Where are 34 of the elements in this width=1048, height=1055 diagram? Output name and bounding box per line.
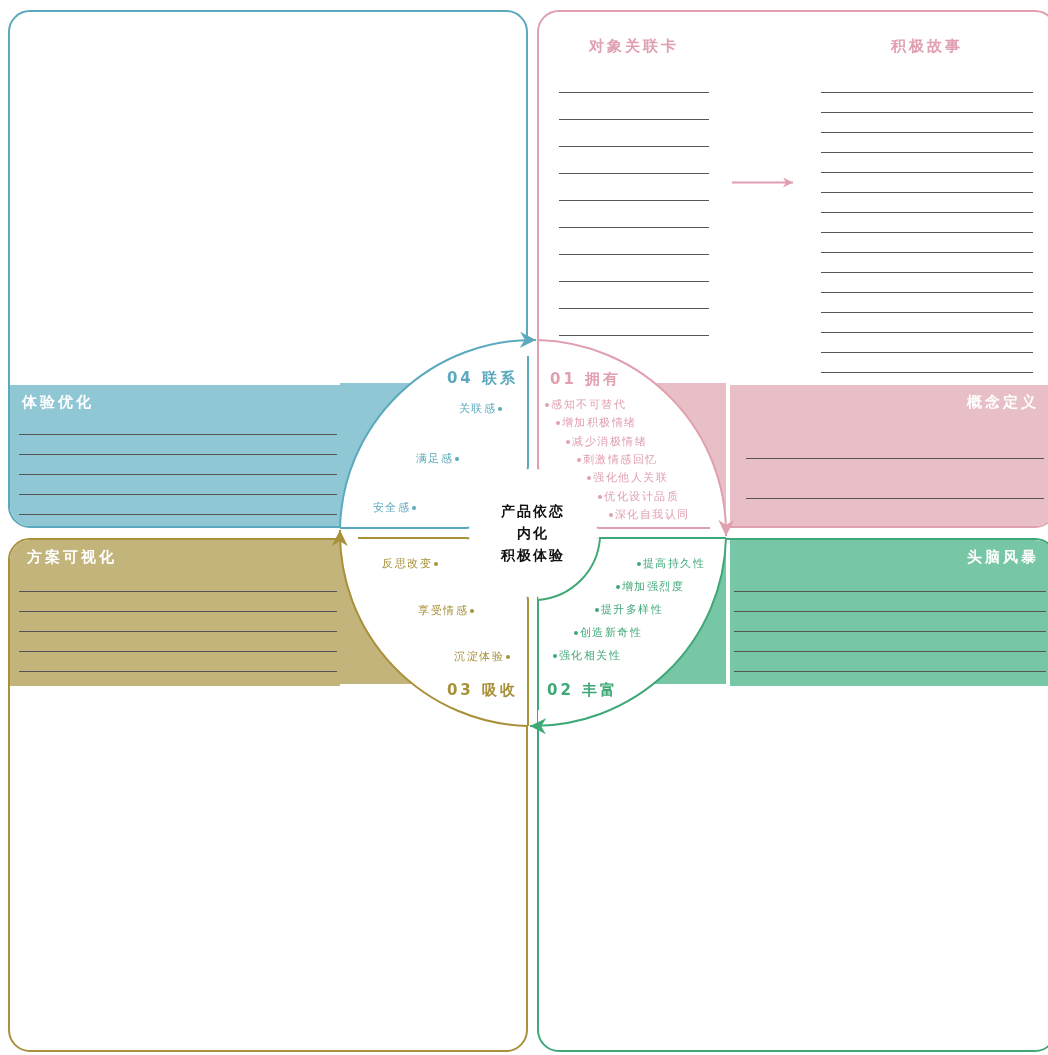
list-item: 刺激情感回忆 — [574, 452, 658, 467]
center-text: 内化 — [517, 524, 549, 543]
column-heading: 对象关联卡 — [588, 37, 680, 55]
list-item: 提升多样性 — [592, 603, 663, 617]
band-title: 体验优化 — [22, 393, 94, 411]
section-heading: 01 拥有 — [550, 370, 622, 388]
list-item: 感知不可替代 — [543, 398, 626, 412]
list-item: 深化自我认同 — [606, 507, 690, 522]
header-band — [730, 385, 1048, 526]
column-heading: 积极故事 — [889, 37, 964, 55]
list-item: 关联感 — [458, 402, 504, 416]
header-band — [730, 540, 1048, 686]
center-text: 产品依恋 — [501, 502, 565, 521]
list-item: 安全感 — [372, 501, 418, 515]
band-title: 头脑风暴 — [967, 548, 1039, 566]
list-item: 创造新奇性 — [571, 626, 642, 640]
section-heading: 03 吸收 — [446, 681, 518, 699]
list-item: 提高持久性 — [634, 557, 705, 571]
arrow — [731, 177, 794, 188]
list-item: 满足感 — [415, 451, 461, 466]
list-item: 享受情感 — [418, 603, 476, 618]
list-item: 减少消极情绪 — [564, 434, 648, 449]
center-text: 积极体验 — [501, 546, 565, 565]
list-item: 增加积极情绪 — [553, 416, 637, 431]
list-item: 优化设计品质 — [596, 489, 679, 504]
section-heading: 04 联系 — [446, 369, 518, 387]
list-item: 强化他人关联 — [585, 471, 669, 486]
section-heading: 02 丰富 — [547, 681, 619, 699]
band-title: 方案可视化 — [27, 548, 117, 566]
list-item: 反思改变 — [382, 557, 440, 571]
list-item: 增加强烈度 — [613, 580, 684, 594]
list-item: 强化相关性 — [550, 649, 621, 663]
list-item: 沉淀体验 — [454, 650, 512, 664]
band-title: 概念定义 — [967, 393, 1039, 411]
